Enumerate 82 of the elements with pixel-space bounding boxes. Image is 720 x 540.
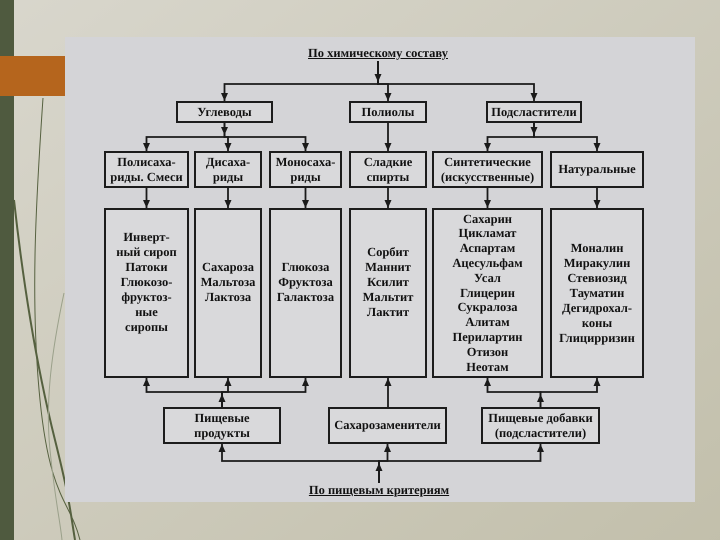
box-label: Синтетические (искусственные) <box>440 154 536 184</box>
arrow <box>384 123 392 151</box>
arrow <box>384 188 392 208</box>
box-label: Сладкие спирты <box>362 154 414 184</box>
arrow <box>377 61 538 101</box>
category-box <box>481 407 600 444</box>
box-label: Моносаха- риды <box>274 154 336 184</box>
arrow <box>378 444 544 483</box>
list-item: Стевиозид <box>567 270 627 286</box>
category-box <box>269 151 342 188</box>
list-item: Миракулин <box>564 256 630 270</box>
list-item: Галактоза <box>276 290 334 304</box>
category-box <box>432 208 543 378</box>
arrow <box>224 188 232 208</box>
category-box <box>550 208 644 378</box>
list-item: Лактоза <box>204 290 252 304</box>
arrowhead <box>218 394 226 402</box>
category-box <box>269 208 342 378</box>
list-item: Лактит <box>366 304 410 320</box>
list-item: Сахарин <box>463 212 512 226</box>
arrowhead <box>530 127 538 135</box>
list-item: Глицирризин <box>559 330 635 346</box>
list-item: Неотам <box>466 360 509 374</box>
list-item: Глицерин <box>460 286 515 300</box>
section-heading: По пищевым критериям <box>308 483 450 498</box>
list-item: Сахароза <box>202 260 254 274</box>
section-heading: По химическому составу <box>308 46 448 61</box>
list-item: Ксилит <box>367 274 409 290</box>
list-item: Отизон <box>466 344 508 360</box>
arrow <box>594 188 600 208</box>
arrow <box>302 188 309 208</box>
list-item: Маннит <box>365 260 411 274</box>
arrowhead <box>221 127 228 135</box>
list-item: Усал <box>474 270 501 286</box>
list-item: Мальтит <box>362 290 414 304</box>
arrowhead <box>374 74 382 82</box>
category-box <box>194 208 262 378</box>
box-label: Пищевые добавки (подсластители) <box>487 410 594 440</box>
category-box <box>349 151 427 188</box>
list-item: Ацесульфам <box>452 256 523 271</box>
arrow <box>384 378 392 407</box>
category-box <box>486 101 582 123</box>
arrow <box>540 378 600 407</box>
box-label: Сахарозаменители <box>334 418 441 433</box>
category-box <box>176 101 273 123</box>
box-label: Натуральные <box>558 162 636 177</box>
list-item: Глюкоза <box>282 260 330 274</box>
list-item: Глюкозо- фруктоз- ные сиропы <box>120 274 174 334</box>
category-box <box>194 151 262 188</box>
list-item: Тауматин <box>570 286 624 300</box>
arrow <box>221 378 309 407</box>
category-box <box>328 407 447 444</box>
list-item: Дегидрохал- коны <box>560 300 633 330</box>
list-item: Цикламат <box>458 226 516 242</box>
list-item: Мальтоза <box>200 274 256 290</box>
arrow <box>143 188 150 208</box>
box-label: Углеводы <box>197 104 252 120</box>
list-item: Фруктоза <box>278 274 333 290</box>
box-label: Подсластители <box>491 104 577 120</box>
category-box <box>349 101 427 123</box>
box-label: Пищевые продукты <box>193 410 251 440</box>
arrowhead <box>376 463 382 471</box>
category-box <box>349 208 427 378</box>
list-item: Алитам <box>465 315 510 330</box>
list-item: Перилартин <box>452 330 523 345</box>
list-item: Сукралоза <box>457 300 518 316</box>
box-label: Полиолы <box>362 104 414 120</box>
arrow <box>224 123 309 151</box>
box-label: Полисаха- риды. Смеси <box>109 154 184 184</box>
list-item: Аспартам <box>460 241 516 256</box>
box-label: Дисаха- риды <box>204 154 252 184</box>
arrow <box>533 123 600 151</box>
category-box <box>104 208 189 378</box>
list-item: Инверт- ный сироп <box>116 230 178 260</box>
category-box <box>104 151 189 188</box>
category-box <box>432 151 543 188</box>
list-item: Сорбит <box>367 244 409 260</box>
list-item: Патоки <box>125 260 168 274</box>
category-box <box>163 407 281 444</box>
arrow <box>484 188 491 208</box>
list-item: Моналин <box>570 240 624 256</box>
category-box <box>550 151 644 188</box>
